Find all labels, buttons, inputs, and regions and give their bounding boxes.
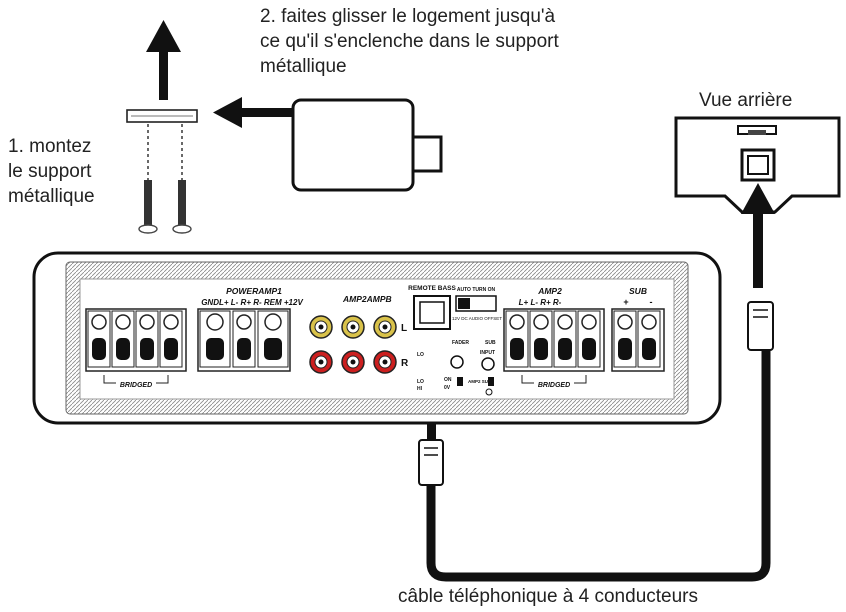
terminal-block (199, 310, 231, 368)
terminal-block (529, 310, 553, 368)
control-section: AUTO TURN ON 12V DC AUDIO OFFSET FADER S… (417, 287, 502, 396)
lo-label-2: LO (417, 379, 424, 385)
telephone-cable (426, 345, 771, 582)
terminal-block (577, 310, 601, 368)
terminal-block (87, 310, 111, 368)
terminal-block (553, 310, 577, 368)
zero-v-label: 0V (444, 385, 451, 391)
lo-label-1: LO (417, 352, 424, 358)
amp2-terminals: AMP2 L+ L- R+ R- BRIDGED (503, 286, 605, 389)
remote-bass-label: REMOTE BASS (408, 285, 456, 292)
input-label: INPUT (480, 350, 495, 356)
terminal-block (232, 310, 256, 368)
rj-plug-left (418, 439, 444, 486)
rj-plug-right (747, 301, 774, 351)
auto-turn-on-label: AUTO TURN ON (457, 287, 496, 293)
rca-jack (373, 315, 397, 339)
rca-left-label: L (401, 323, 407, 334)
rca-jack (309, 315, 333, 339)
terminal-block (111, 310, 135, 368)
amp2amp-label: AMP2AMPB (342, 294, 392, 304)
amp2-label: AMP2 (537, 286, 562, 296)
sub-small-label: SUB (485, 340, 496, 346)
step2-label: 2. faites glisser le logement jusqu'à ce… (260, 6, 559, 77)
poweramp1-label: POWERAMP1 (226, 286, 282, 296)
on-label: ON (444, 377, 452, 383)
sub-terminals: SUB + - (611, 286, 665, 372)
rca-jack (341, 315, 365, 339)
metal-bracket (126, 109, 198, 123)
amplifier-chassis (32, 251, 722, 425)
cable-label: câble téléphonique à 4 conducteurs (398, 586, 699, 607)
sub-plus-label: + (623, 297, 628, 307)
rca-jack (341, 350, 365, 374)
terminal-block (505, 310, 529, 368)
bridged-label-right: BRIDGED (538, 382, 570, 389)
sub-label: SUB (629, 286, 647, 296)
power-terminals-label: GNDL+ L- R+ R- REM +12V (201, 298, 303, 307)
remote-rear-view (674, 116, 841, 214)
step1-label: 1. montez le support métallique (8, 136, 95, 207)
remote-housing (291, 98, 443, 192)
amp2-sub-label: AMP2 SUB (468, 379, 492, 384)
terminal-block (257, 310, 289, 368)
rca-jack (309, 350, 333, 374)
terminal-block (613, 310, 637, 368)
power-terminals: POWERAMP1 GNDL+ L- R+ R- REM +12V (197, 286, 303, 372)
rear-view-label: Vue arrière (699, 90, 793, 111)
terminal-block (135, 310, 159, 368)
amp2-terms-label: L+ L- R+ R- (519, 298, 562, 307)
sub-knob (481, 357, 495, 371)
rca-jack (373, 350, 397, 374)
sub-minus-label: - (650, 297, 653, 307)
remote-bass-port: REMOTE BASS (408, 285, 456, 330)
arrow-left-icon (213, 97, 293, 128)
screw-left (138, 124, 158, 234)
arrow-up-rear-icon (741, 183, 775, 288)
speaker-terminals-left: BRIDGED (85, 308, 187, 389)
terminal-block (637, 310, 661, 368)
terminal-block (159, 310, 183, 368)
bridged-label-left: BRIDGED (120, 382, 152, 389)
fader-label: FADER (452, 340, 469, 346)
rca-right-label: R (401, 358, 409, 369)
arrow-up-icon (146, 20, 181, 100)
switch-positions-label: 12V DC AUDIO OFFSET (452, 316, 502, 321)
hi-label: HI (417, 386, 423, 392)
screw-right (172, 124, 192, 234)
rca-inputs: AMP2AMPB L R (309, 294, 409, 374)
fader-knob (450, 355, 464, 369)
